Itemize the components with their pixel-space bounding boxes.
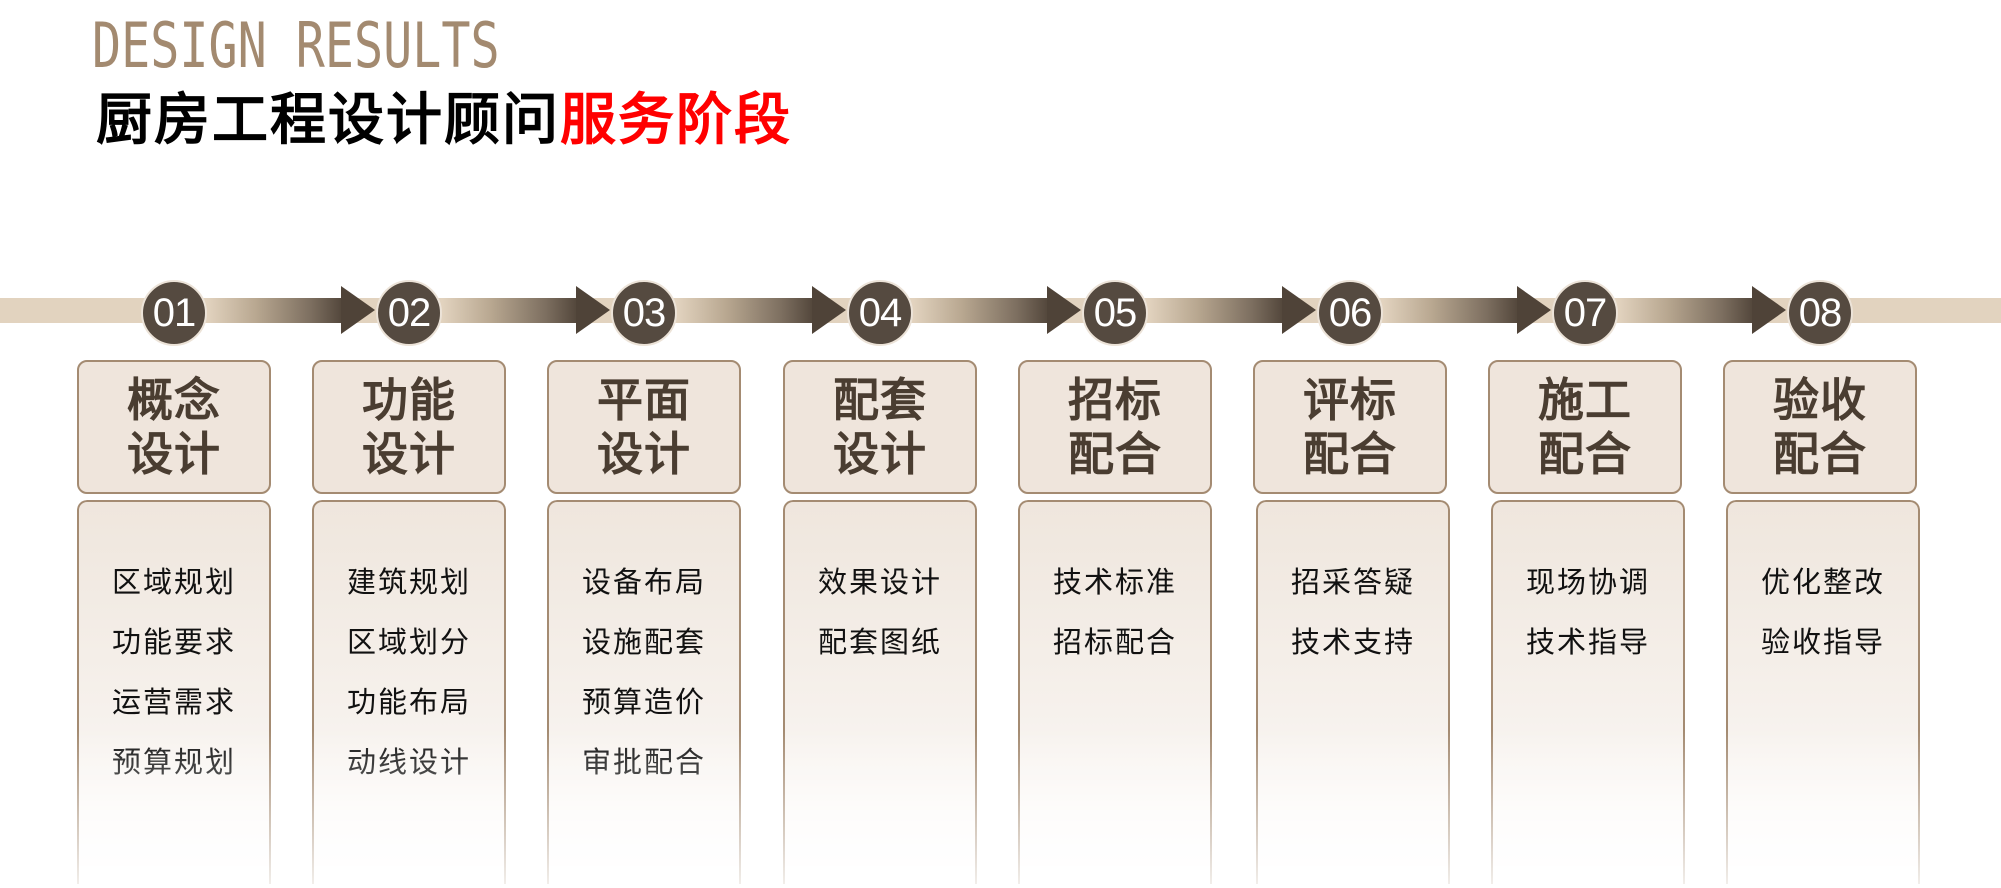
step-number-badge: 07 — [1552, 280, 1618, 346]
page-title: 厨房工程设计顾问服务阶段 — [96, 88, 792, 154]
list-item: 区域规划 — [111, 565, 236, 599]
stage-title-box: 验收配合 — [1723, 360, 1917, 494]
stage-title-line1: 验收 — [1773, 373, 1867, 427]
stage-title-line2: 设计 — [362, 427, 456, 481]
stage-title-line2: 配合 — [1068, 427, 1162, 481]
arrow-right-icon — [677, 286, 846, 334]
list-item: 招标配合 — [1052, 625, 1177, 659]
stage-title-line2: 配合 — [1538, 427, 1632, 481]
arrow-right-icon — [207, 286, 375, 334]
stage-title-box: 功能设计 — [312, 360, 506, 494]
arrow-right-icon — [913, 286, 1081, 334]
stage-title-line1: 招标 — [1068, 373, 1162, 427]
stage-title-line2: 配合 — [1773, 427, 1867, 481]
list-item: 技术标准 — [1052, 565, 1177, 599]
list-item: 审批配合 — [581, 745, 706, 779]
list-item: 配套图纸 — [817, 625, 942, 659]
list-item: 区域划分 — [346, 625, 471, 659]
list-item: 验收指导 — [1760, 625, 1885, 659]
stage-title-line1: 评标 — [1303, 373, 1397, 427]
stage-title-box: 评标配合 — [1253, 360, 1447, 494]
stage-detail-list: 优化整改验收指导 — [1726, 500, 1920, 884]
arrow-right-icon — [1618, 286, 1786, 334]
list-item: 预算造价 — [581, 685, 706, 719]
list-item: 优化整改 — [1760, 565, 1885, 599]
stage-title-box: 施工配合 — [1488, 360, 1682, 494]
list-item: 效果设计 — [817, 565, 942, 599]
stage-detail-list: 技术标准招标配合 — [1018, 500, 1212, 884]
list-item: 动线设计 — [346, 745, 471, 779]
list-item: 功能布局 — [346, 685, 471, 719]
list-item: 技术支持 — [1290, 625, 1415, 659]
list-item: 招采答疑 — [1290, 565, 1415, 599]
stage-detail-list: 招采答疑技术支持 — [1256, 500, 1450, 884]
stage-title-line2: 设计 — [597, 427, 691, 481]
stage-title-box: 配套设计 — [783, 360, 977, 494]
step-number-badge: 01 — [141, 280, 207, 346]
step-number-badge: 03 — [611, 280, 677, 346]
list-item: 现场协调 — [1525, 565, 1650, 599]
step-number-badge: 05 — [1082, 280, 1148, 346]
stage-title-line1: 配套 — [833, 373, 927, 427]
stage-title-line1: 功能 — [362, 373, 456, 427]
stage-detail-list: 建筑规划区域划分功能布局动线设计 — [312, 500, 506, 884]
step-number-badge: 08 — [1787, 280, 1853, 346]
stage-title-line2: 设计 — [127, 427, 221, 481]
stage-title-line1: 概念 — [127, 373, 221, 427]
arrow-right-icon — [1148, 286, 1316, 334]
arrow-right-icon — [1383, 286, 1551, 334]
list-item: 技术指导 — [1525, 625, 1650, 659]
stage-title-box: 招标配合 — [1018, 360, 1212, 494]
page-title-main: 厨房工程设计顾问 — [96, 88, 560, 153]
step-number-badge: 02 — [376, 280, 442, 346]
list-item: 设备布局 — [581, 565, 706, 599]
stage-title-line1: 平面 — [597, 373, 691, 427]
list-item: 建筑规划 — [346, 565, 471, 599]
stage-title-box: 概念设计 — [77, 360, 271, 494]
stage-detail-list: 设备布局设施配套预算造价审批配合 — [547, 500, 741, 884]
stage-detail-list: 效果设计配套图纸 — [783, 500, 977, 884]
page-title-accent: 服务阶段 — [560, 88, 792, 153]
stage-title-box: 平面设计 — [547, 360, 741, 494]
stage-title-line2: 配合 — [1303, 427, 1397, 481]
subtitle-design-results: DESIGN RESULTS — [92, 9, 500, 82]
step-number-badge: 06 — [1317, 280, 1383, 346]
stage-title-line2: 设计 — [833, 427, 927, 481]
stage-detail-list: 现场协调技术指导 — [1491, 500, 1685, 884]
list-item: 运营需求 — [111, 685, 236, 719]
step-number-badge: 04 — [847, 280, 913, 346]
list-item: 功能要求 — [111, 625, 236, 659]
stage-title-line1: 施工 — [1538, 373, 1632, 427]
stage-detail-list: 区域规划功能要求运营需求预算规划 — [77, 500, 271, 884]
list-item: 预算规划 — [111, 745, 236, 779]
list-item: 设施配套 — [581, 625, 706, 659]
arrow-right-icon — [442, 286, 610, 334]
